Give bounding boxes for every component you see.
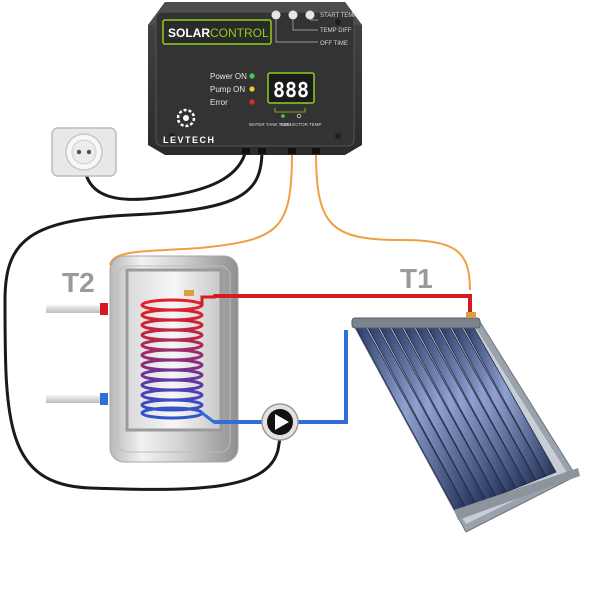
pump-cable <box>3 148 282 491</box>
solar-collector <box>351 312 580 533</box>
hot-supply-pipe <box>214 294 472 320</box>
house-pipes <box>46 303 108 405</box>
brand-control: CONTROL <box>210 26 269 40</box>
display-digits: 888 <box>273 78 309 102</box>
power-on-label: Power ON <box>210 72 247 81</box>
solar-controller: SOLAR CONTROL START TEMP TEMP DIFF OFF T… <box>148 2 362 155</box>
cold-water-inlet-pipe <box>46 395 101 403</box>
outlet-cable <box>82 148 248 201</box>
storage-tank <box>109 255 239 463</box>
logo-text: LEVTECH <box>163 135 216 145</box>
sensor-wires <box>109 151 471 291</box>
power-led <box>249 73 255 79</box>
start-temp-button[interactable] <box>271 10 281 20</box>
collector-manifold <box>351 317 481 329</box>
t2-label: T2 <box>62 267 95 298</box>
t1-label: T1 <box>400 263 433 294</box>
t1-sensor <box>466 312 476 318</box>
levtech-logo: LEVTECH <box>163 108 216 145</box>
error-label: Error <box>210 98 228 107</box>
collector-return-pipe <box>298 330 348 424</box>
power-cables <box>3 148 282 491</box>
error-led <box>249 99 255 105</box>
collector-temp-label: COLLECTOR TEMP <box>280 122 321 127</box>
t1-sensor-wire <box>315 151 471 291</box>
water-tank-temp-label: WATER TANK TEMP <box>249 122 291 127</box>
off-time-label: OFF TIME <box>320 41 348 47</box>
status-indicators: Power ON Pump ON Error <box>210 72 255 107</box>
off-time-button[interactable] <box>305 10 315 20</box>
gear-logo-icon <box>176 108 196 128</box>
circulation-pump <box>261 403 299 441</box>
pump-on-label: Pump ON <box>210 85 245 94</box>
brand-badge <box>162 19 272 45</box>
wall-outlet <box>51 127 117 177</box>
pump-led <box>249 86 255 92</box>
brand-solar: SOLAR <box>168 26 210 40</box>
temp-diff-button[interactable] <box>288 10 298 20</box>
t2-sensor <box>184 290 194 296</box>
temp-diff-label: TEMP DIFF <box>320 28 352 34</box>
vacuum-tubes <box>355 327 557 513</box>
t2-sensor-wire <box>109 151 293 266</box>
start-temp-label: START TEMP <box>320 13 357 19</box>
play-arrow-icon <box>275 414 289 430</box>
hot-water-outlet-pipe <box>46 305 101 313</box>
temperature-display: 888 WATER TANK TEMP COLLECTOR TEMP <box>249 72 322 127</box>
control-buttons: START TEMP TEMP DIFF OFF TIME <box>271 10 357 47</box>
